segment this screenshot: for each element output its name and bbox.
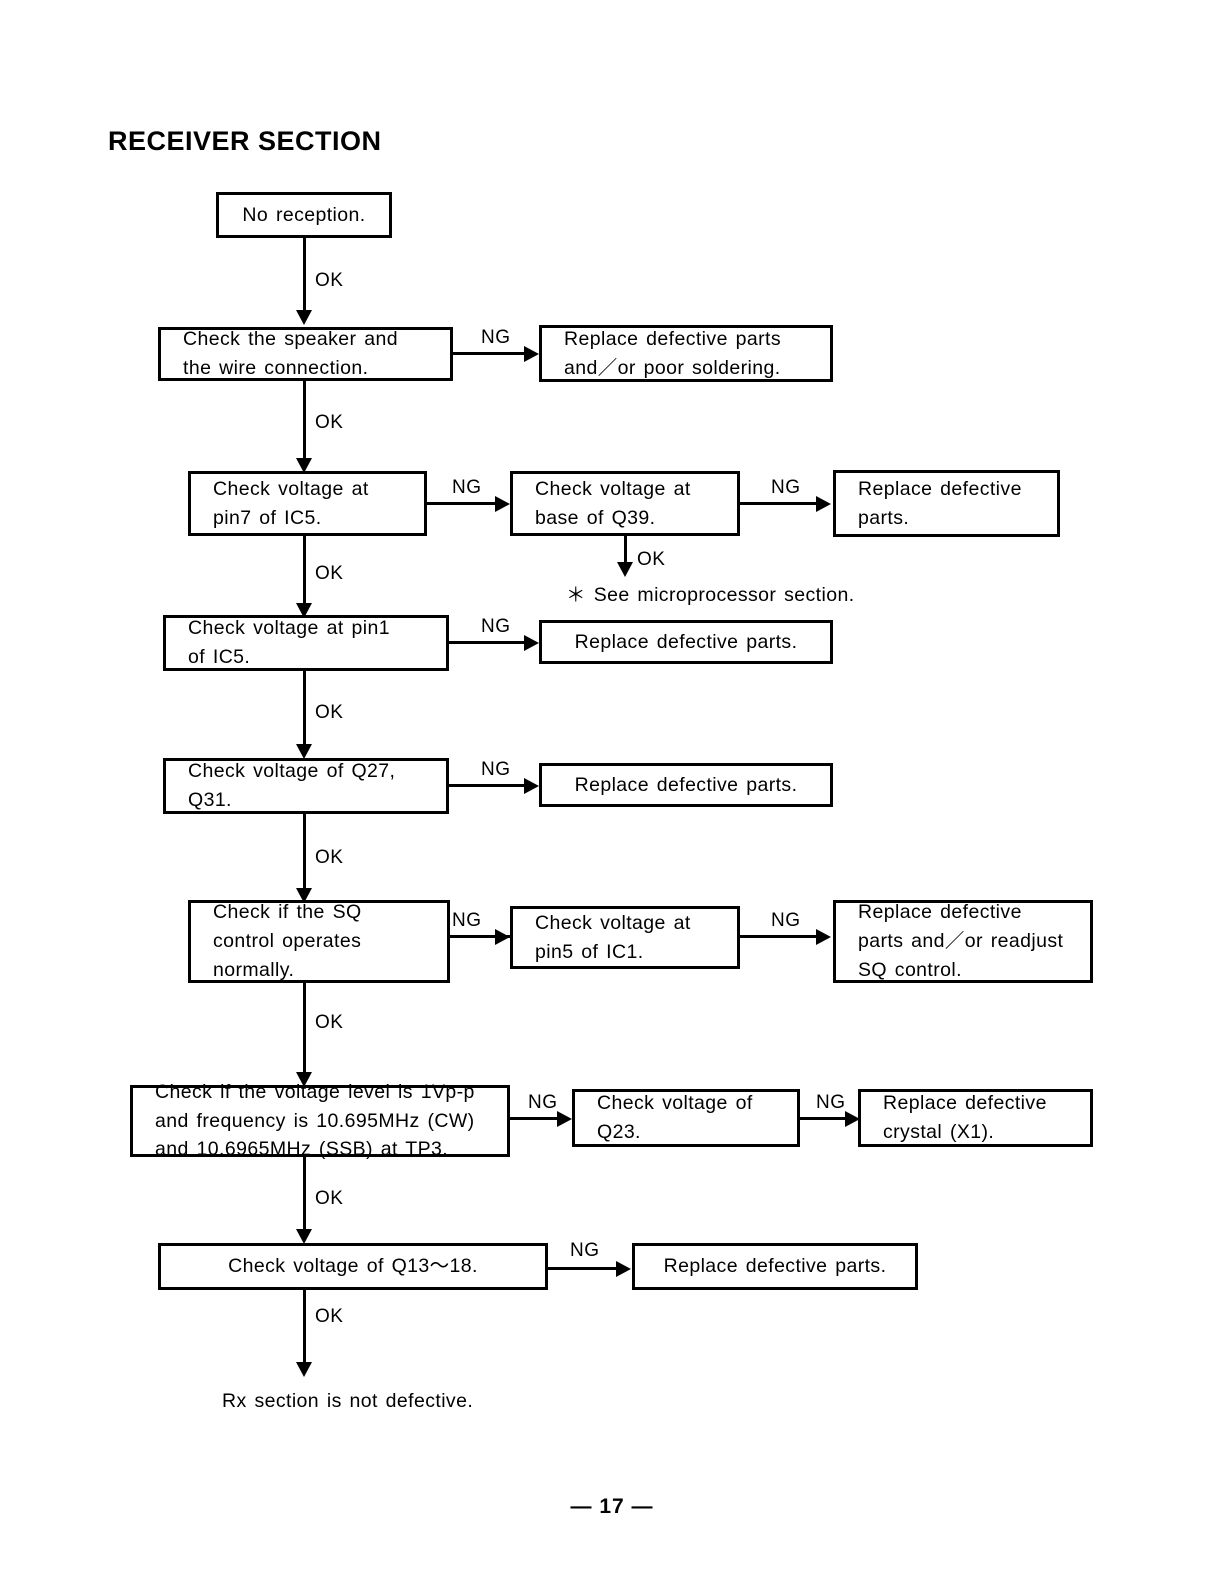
edge-label-ok: OK [315, 1012, 344, 1033]
node-check-q23-label: Check voltage of Q23. [597, 1092, 753, 1143]
edge-ic5pin1-to-replace2 [449, 641, 528, 644]
edge-q13-18-to-end [303, 1290, 306, 1368]
node-check-q39-base-label: Check voltage at base of Q39. [535, 477, 691, 529]
arrowhead-right [557, 1111, 572, 1127]
edge-label-ng: NG [528, 1092, 558, 1113]
arrowhead-right [845, 1111, 860, 1127]
node-check-ic1-pin5: Check voltage at pin5 of IC1. [510, 906, 740, 969]
node-check-ic5-pin7: Check voltage at pin7 of IC5. [188, 471, 427, 536]
arrowhead-down [296, 1362, 312, 1377]
edge-q27q31-to-sq [303, 814, 306, 892]
page-title: RECEIVER SECTION [108, 126, 382, 156]
node-check-q13-18-label: Check voltage of Q13～18. [228, 1255, 478, 1278]
edge-label-ok: OK [315, 847, 344, 868]
arrowhead-right [524, 635, 539, 651]
node-check-q23: Check voltage of Q23. [572, 1089, 800, 1147]
arrowhead-right [816, 929, 831, 945]
node-replace-sq-label: Replace defective parts and／or readjust … [858, 901, 1064, 981]
edge-label-ok: OK [315, 563, 344, 584]
node-check-sq-label: Check if the SQ control operates normall… [213, 901, 362, 981]
edge-label-ng: NG [771, 477, 801, 498]
node-replace-crystal: Replace defective crystal (X1). [858, 1089, 1093, 1147]
node-replace-crystal-label: Replace defective crystal (X1). [883, 1092, 1047, 1143]
edge-label-ok: OK [315, 270, 344, 291]
edge-label-ok: OK [315, 702, 344, 723]
node-replace-parts-1: Replace defective parts. [833, 470, 1060, 537]
node-replace-parts-3-label: Replace defective parts. [574, 773, 798, 796]
node-replace-parts-4-label: Replace defective parts. [663, 1255, 887, 1278]
node-replace-parts-1-label: Replace defective parts. [858, 477, 1022, 529]
arrowhead-down [296, 310, 312, 325]
edge-start-to-check-speaker [303, 238, 306, 312]
node-check-sq: Check if the SQ control operates normall… [188, 900, 450, 983]
node-replace-speaker-label: Replace defective parts and／or poor sold… [564, 327, 781, 379]
edge-q39-to-replace1 [740, 502, 820, 505]
node-check-q27-q31: Check voltage of Q27, Q31. [163, 758, 449, 814]
arrowhead-right [616, 1261, 631, 1277]
edge-label-ng: NG [452, 477, 482, 498]
node-end: Rx section is not defective. [222, 1390, 474, 1412]
node-check-speaker: Check the speaker and the wire connectio… [158, 327, 453, 381]
edge-q27q31-to-replace3 [449, 784, 528, 787]
node-replace-parts-4: Replace defective parts. [632, 1243, 918, 1290]
edge-sq-to-ic1pin5 [447, 935, 518, 938]
page-number: — 17 — [570, 1495, 654, 1518]
arrowhead-right [495, 496, 510, 512]
node-start-label: No reception. [242, 203, 366, 226]
edge-label-ng: NG [570, 1240, 600, 1261]
arrowhead-right [495, 929, 510, 945]
node-check-ic5-pin7-label: Check voltage at pin7 of IC5. [213, 477, 369, 529]
node-check-ic1-pin5-label: Check voltage at pin5 of IC1. [535, 911, 691, 963]
edge-ic5pin7-to-q39 [427, 502, 499, 505]
edge-label-ok: OK [315, 1306, 344, 1327]
edge-label-ok: OK [315, 1188, 344, 1209]
edge-level-to-q13-18 [303, 1157, 306, 1233]
edge-label-ng: NG [481, 327, 511, 348]
node-replace-sq: Replace defective parts and／or readjust … [833, 900, 1093, 983]
node-replace-speaker: Replace defective parts and／or poor sold… [539, 325, 833, 382]
edge-q13-18-to-replace4 [548, 1267, 620, 1270]
edge-label-ng: NG [452, 910, 482, 931]
node-replace-parts-3: Replace defective parts. [539, 763, 833, 807]
edge-ic1pin5-to-replacesq [740, 935, 820, 938]
node-check-level-label: Check if the voltage level is 1Vp-p and … [155, 1080, 475, 1161]
arrowhead-down [296, 744, 312, 759]
node-check-q27-q31-label: Check voltage of Q27, Q31. [188, 760, 396, 811]
arrowhead-right [816, 496, 831, 512]
arrowhead-down [617, 562, 633, 577]
note-microprocessor: ＊ See microprocessor section. [566, 584, 855, 606]
edge-check-speaker-to-replace [453, 352, 528, 355]
edge-check-speaker-to-ic5pin7 [303, 381, 306, 463]
node-check-q39-base: Check voltage at base of Q39. [510, 471, 740, 536]
edge-label-ng: NG [771, 910, 801, 931]
edge-label-ng: NG [481, 759, 511, 780]
node-check-q13-18: Check voltage of Q13～18. [158, 1243, 548, 1290]
node-replace-parts-2-label: Replace defective parts. [574, 630, 798, 653]
edge-label-ng: NG [816, 1092, 846, 1113]
edge-sq-to-level [303, 983, 306, 1076]
arrowhead-down [296, 1229, 312, 1244]
edge-ic5pin7-to-ic5pin1 [303, 536, 306, 608]
arrowhead-down [296, 888, 312, 903]
arrowhead-right [524, 346, 539, 362]
edge-label-ok: OK [315, 412, 344, 433]
arrowhead-right [524, 778, 539, 794]
arrowhead-down [296, 603, 312, 618]
arrowhead-down [296, 1072, 312, 1087]
edge-ic5pin1-to-q27q31 [303, 671, 306, 748]
edge-q39-to-micronote [624, 536, 627, 567]
node-check-speaker-label: Check the speaker and the wire connectio… [183, 328, 398, 379]
node-start: No reception. [216, 192, 392, 238]
node-check-ic5-pin1-label: Check voltage at pin1 of IC5. [188, 617, 390, 668]
edge-q23-to-crystal [800, 1117, 850, 1120]
edge-label-ng: NG [481, 616, 511, 637]
node-check-ic5-pin1: Check voltage at pin1 of IC5. [163, 615, 449, 671]
edge-level-to-q23 [510, 1117, 562, 1120]
edge-label-ok: OK [637, 549, 666, 570]
node-replace-parts-2: Replace defective parts. [539, 620, 833, 664]
node-check-level: Check if the voltage level is 1Vp-p and … [130, 1081, 510, 1160]
arrowhead-down [296, 458, 312, 473]
